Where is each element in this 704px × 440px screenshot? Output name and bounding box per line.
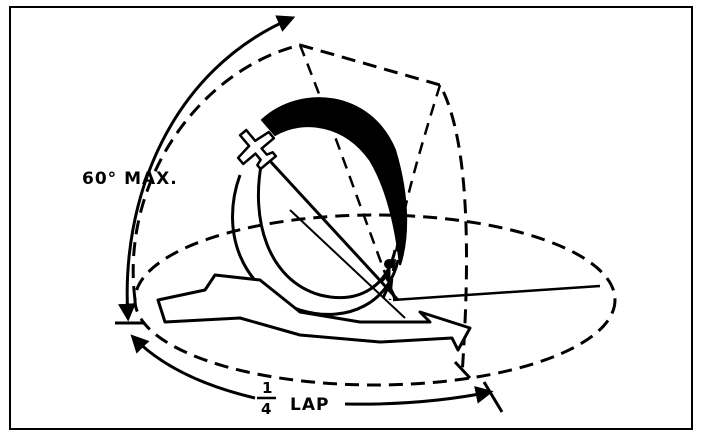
aircraft-icon (236, 128, 278, 171)
ground-radius-line (392, 284, 601, 302)
pilot-icon (380, 259, 397, 299)
control-line (256, 146, 400, 302)
lap-label: LAP (290, 395, 329, 415)
control-line-inner (289, 209, 406, 319)
max-angle-arrow (118, 15, 296, 322)
ground-ribbon-arrow (156, 273, 472, 352)
quarter-lap-end-tick (482, 381, 504, 413)
quarter-sphere-top-dash (388, 84, 442, 301)
fraction-numerator: 1 (262, 379, 273, 397)
quarter-lap-start-tick (453, 360, 472, 380)
quarter-lap-arrow-right (344, 385, 494, 406)
quarter-lap-arrow-left (130, 334, 256, 400)
fraction-denominator: 4 (261, 400, 272, 418)
swept-band (260, 97, 408, 266)
max-angle-label: 60° MAX. (82, 169, 178, 189)
